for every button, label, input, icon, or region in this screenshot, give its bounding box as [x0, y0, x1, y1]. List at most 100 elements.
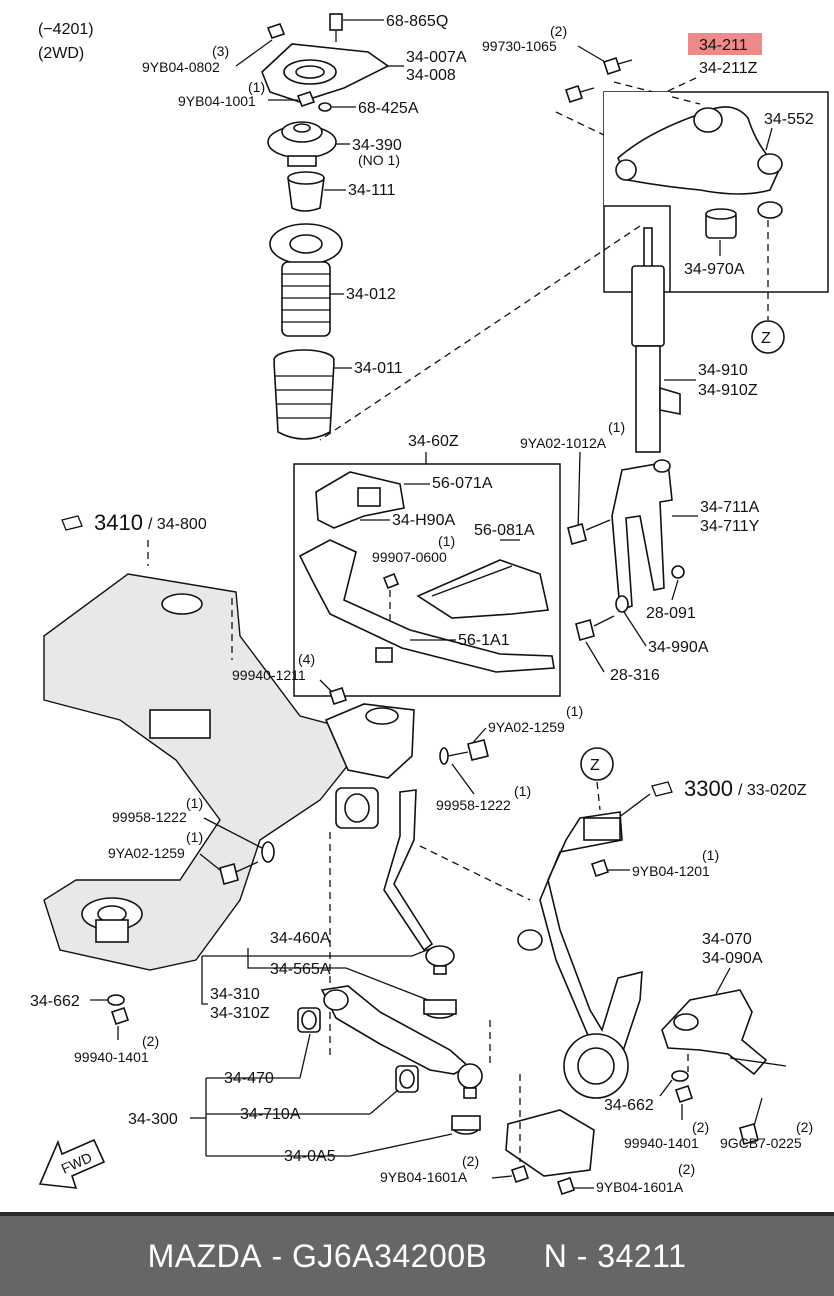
- label-99958-1222-left: 99958-1222: [112, 809, 187, 825]
- label-56-081A: 56-081A: [474, 522, 535, 539]
- footer-brand: MAZDA: [147, 1237, 263, 1274]
- bump-stop-34-111: [287, 171, 325, 212]
- label-9GCB7-0225: 9GCB7-0225: [720, 1135, 802, 1151]
- upper-control-arm-34-211[interactable]: [615, 106, 783, 195]
- label-99907-0600: 99907-0600: [372, 549, 447, 565]
- label-34-710A: 34-710A: [240, 1106, 301, 1123]
- mount-plate-34-007A: [261, 43, 390, 103]
- label-99958-1222-top: 99958-1222: [436, 797, 511, 813]
- label-34-662-left: 34-662: [30, 993, 80, 1010]
- strut-mount-34-390: [267, 121, 337, 167]
- ref-hand-icon-3300: [651, 781, 673, 797]
- label-34-211[interactable]: 34-211: [699, 37, 748, 54]
- label-no1: (NO 1): [358, 152, 400, 168]
- label-9YA02-1259-left-qty: (1): [186, 829, 203, 845]
- label-68-425A: 68-425A: [358, 100, 419, 117]
- footer-bar: MAZDA - GJ6A34200B N - 34211: [0, 1212, 834, 1296]
- lower-arm-34-460A: [335, 787, 455, 975]
- label-34-910: 34-910: [698, 362, 748, 379]
- label-34-300: 34-300: [128, 1111, 178, 1128]
- spring-seat-34-012: [269, 223, 343, 337]
- label-34-662-right: 34-662: [604, 1097, 654, 1114]
- label-34-H90A: 34-H90A: [392, 512, 455, 529]
- subframe-group-box: [293, 463, 561, 697]
- header-model-range: (−4201): [38, 21, 94, 38]
- label-99730-1065-qty: (2): [550, 23, 567, 39]
- nut-9YB04-1601A-left: [510, 1164, 530, 1184]
- label-9YB04-1601A-left-qty: (2): [462, 1153, 479, 1169]
- label-68-865Q: 68-865Q: [386, 13, 448, 30]
- bolt-99730-1065: [564, 56, 633, 104]
- bolt-9GCB7-0225: [739, 1097, 763, 1145]
- bolt-28-316: [575, 615, 615, 641]
- label-9YA02-1259-top-qty: (1): [566, 703, 583, 719]
- bolt-9YA02-1259-top: [439, 739, 489, 765]
- ball-joint-34-070: [661, 989, 787, 1076]
- label-9YA02-1012A: 9YA02-1012A: [520, 435, 607, 451]
- label-99958-1222-top-qty: (1): [514, 783, 531, 799]
- label-34-211Z: 34-211Z: [699, 60, 758, 77]
- washer-34-662-left: [107, 994, 125, 1006]
- label-9YA02-1259-left: 9YA02-1259: [108, 845, 185, 861]
- label-33-020Z: / 33-020Z: [738, 782, 807, 799]
- label-Z-top: Z: [761, 330, 771, 347]
- ref-circle-Z-bottom: [580, 747, 614, 781]
- washer-34-990A: [615, 595, 629, 613]
- label-34-470: 34-470: [224, 1070, 274, 1087]
- label-34-552: 34-552: [764, 111, 814, 128]
- label-99907-0600-qty: (1): [438, 533, 455, 549]
- label-9YB04-1601A-left: 9YB04-1601A: [380, 1169, 468, 1185]
- bushing-34-470: [297, 1007, 321, 1033]
- label-34-800: / 34-800: [148, 516, 207, 533]
- washer-28-091: [671, 565, 685, 579]
- bushing-34-970A: [705, 208, 737, 239]
- label-99940-1211: 99940-1211: [232, 667, 306, 683]
- steering-knuckle: [505, 811, 643, 1177]
- label-34-711Y: 34-711Y: [700, 518, 760, 535]
- label-99940-1401-right-qty: (2): [692, 1119, 709, 1135]
- label-34-60Z: 34-60Z: [408, 433, 459, 450]
- washer-68-425A: [318, 102, 332, 112]
- nut-9YB04-0802: [266, 23, 286, 39]
- ref-circle-Z-top: [751, 320, 785, 354]
- dust-boot-34-011: [273, 349, 335, 440]
- washer-34-662-right: [671, 1070, 689, 1082]
- ball-joint-34-300: [457, 1063, 483, 1099]
- label-56-1A1: 56-1A1: [458, 632, 510, 649]
- boot-34-565A: [423, 999, 457, 1019]
- boot-34-0A5: [451, 1115, 481, 1135]
- label-9YB04-1001: 9YB04-1001: [178, 93, 256, 109]
- label-34-910Z: 34-910Z: [698, 382, 758, 399]
- bolt-9YA02-1259-left: [219, 861, 259, 885]
- footer-sep-1: -: [262, 1237, 293, 1274]
- label-34-460A: 34-460A: [270, 930, 331, 947]
- label-9YB04-0802: 9YB04-0802: [142, 59, 220, 75]
- nut-9YB04-1001: [296, 91, 316, 107]
- bolt-68-865Q: [329, 13, 343, 42]
- label-34-090A: 34-090A: [702, 950, 763, 967]
- label-99958-1222-left-qty: (1): [186, 795, 203, 811]
- exploded-parts-diagram: (−4201) (2WD) 68-865Q (3) 9YB04-0802 34-…: [30, 13, 829, 1196]
- label-34-008: 34-008: [406, 67, 456, 84]
- label-34-711A: 34-711A: [700, 499, 760, 516]
- label-Z-bottom: Z: [590, 757, 600, 774]
- label-28-316: 28-316: [610, 667, 660, 684]
- bracket-56-071A: [315, 471, 405, 529]
- label-34-970A: 34-970A: [684, 261, 745, 278]
- footer-part-number: GJ6A34200B: [292, 1237, 488, 1274]
- label-34-565A: 34-565A: [270, 961, 331, 978]
- footer-catalog-number: N - 34211: [543, 1237, 687, 1274]
- label-99940-1401-right: 99940-1401: [624, 1135, 699, 1151]
- lower-arm-34-300: [320, 985, 470, 1075]
- label-9YA02-1012A-qty: (1): [608, 419, 625, 435]
- crossmember-34-H90A: [298, 539, 555, 673]
- nut-9YB04-1201: [590, 858, 610, 878]
- label-34-310Z: 34-310Z: [210, 1005, 270, 1022]
- label-9YB04-1601A-right: 9YB04-1601A: [596, 1179, 684, 1195]
- label-34-390: 34-390: [352, 137, 402, 154]
- label-99940-1211-qty: (4): [298, 651, 315, 667]
- bushing-34-710A: [395, 1065, 419, 1093]
- label-9YB04-0802-qty: (3): [212, 43, 229, 59]
- nut-99940-1211: [328, 686, 348, 706]
- footer-gap: [487, 1238, 543, 1275]
